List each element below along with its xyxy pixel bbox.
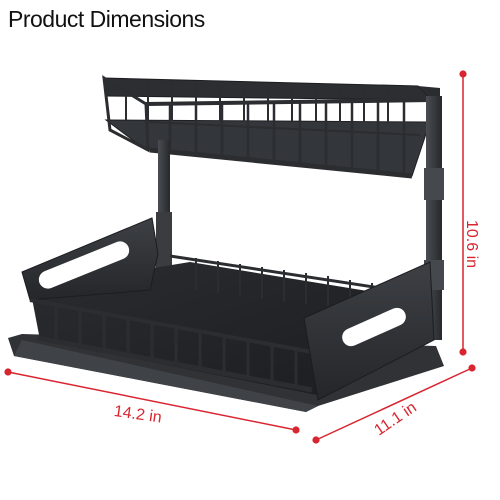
width-dimension-line [4,368,300,434]
upper-basket [102,75,440,179]
page-title: Product Dimensions [8,6,205,32]
depth-dimension-line [312,364,476,444]
height-label: 10.6 in [463,219,480,269]
lower-drawer [8,217,444,412]
